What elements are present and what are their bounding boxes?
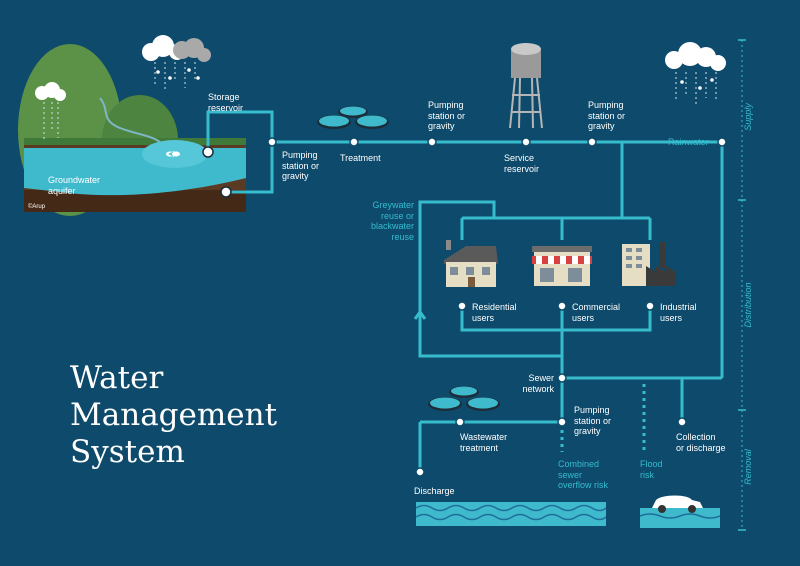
label-treatment: Treatment [340, 153, 381, 163]
label-pumping-3: Pumping station or gravity [588, 100, 626, 131]
wastewater-tanks-icon [428, 386, 500, 411]
landscape [18, 44, 246, 216]
label-wastewater-treatment: Wastewater treatment [460, 432, 508, 453]
label-storage-reservoir: Storage reservoir [208, 92, 244, 113]
label-groundwater-aquifer: Groundwater aquifer [48, 175, 101, 196]
label-pumping-1: Pumping station or gravity [282, 150, 320, 181]
stage-supply: Supply [743, 103, 753, 131]
node-markers [202, 137, 727, 477]
car-icon [639, 495, 721, 528]
label-greywater: Greywater reuse or blackwater reuse [370, 200, 414, 242]
label-discharge: Discharge [414, 486, 455, 496]
discharge-water [415, 502, 607, 526]
label-pumping-2: Pumping station or gravity [428, 100, 466, 131]
label-pumping-4: Pumping station or gravity [574, 405, 612, 436]
label-commercial: Commercial users [572, 302, 621, 323]
label-flood-risk: Flood risk [640, 459, 663, 480]
shop-icon [532, 246, 592, 286]
label-sewer-network: Sewer network [522, 373, 554, 394]
stage-removal: Removal [743, 449, 753, 485]
pipe-network [206, 110, 724, 472]
rain-cloud-right-icon [665, 42, 726, 106]
credit: ©Arup [28, 204, 46, 210]
stage-distribution: Distribution [743, 282, 753, 328]
house-icon [444, 240, 498, 287]
rain-cloud-icon [142, 35, 211, 90]
factory-icon [622, 242, 676, 286]
label-rainwater: Rainwater [668, 137, 709, 147]
label-industrial: Industrial users [660, 302, 697, 323]
stage-axis [738, 39, 746, 531]
treatment-tanks-icon [317, 106, 389, 129]
label-collection: Collection or discharge [676, 432, 726, 453]
label-combined-sewer: Combined sewer overflow risk [558, 459, 609, 490]
label-service-reservoir: Service reservoir [504, 153, 540, 174]
small-cloud-icon [35, 82, 66, 142]
water-tower-icon [509, 43, 543, 129]
label-residential: Residential users [472, 302, 517, 323]
page-title: Water Management System [70, 360, 278, 470]
